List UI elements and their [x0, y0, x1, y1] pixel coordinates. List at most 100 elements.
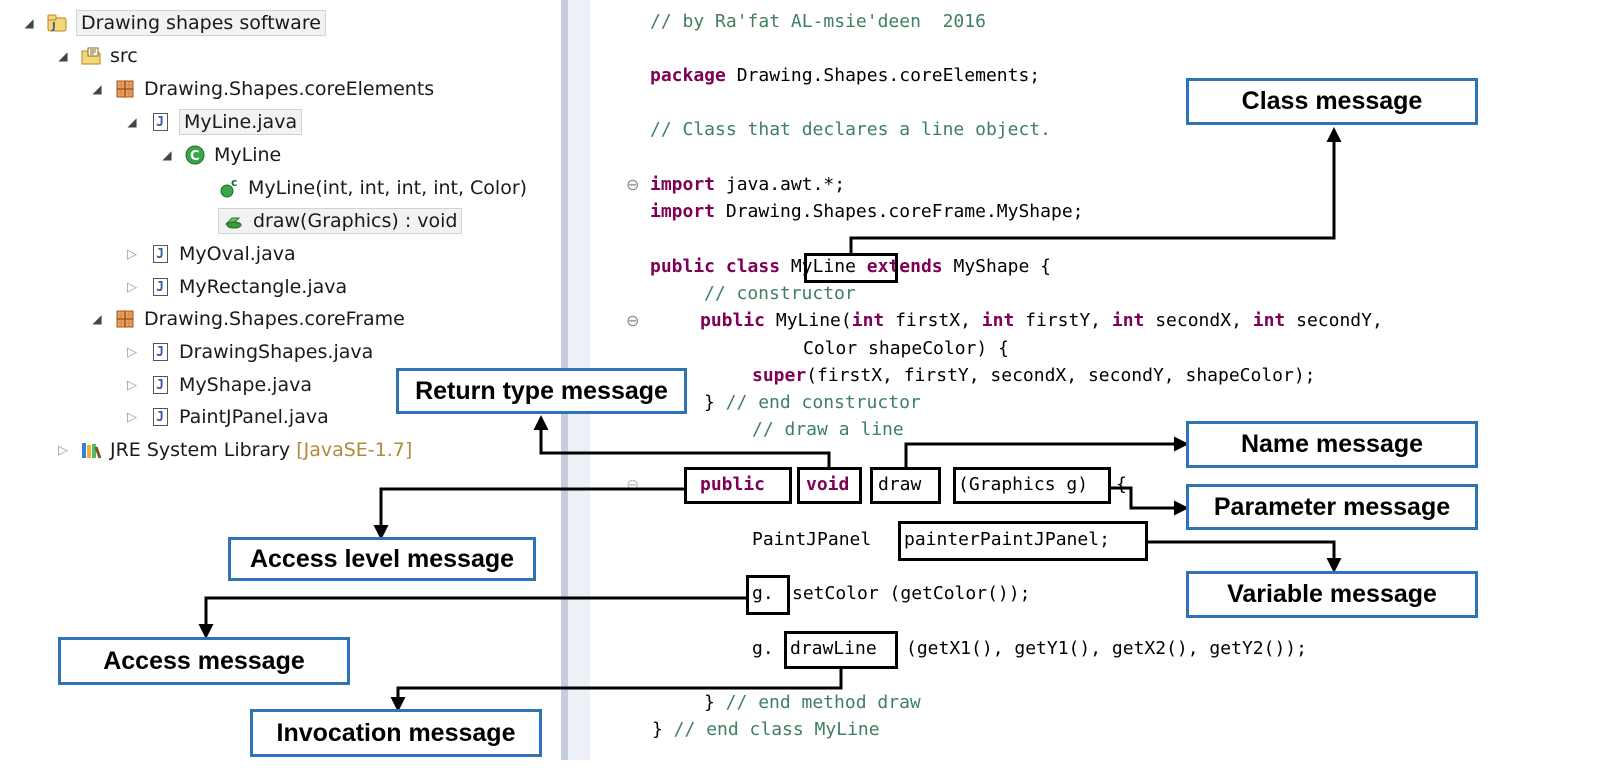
highlight-draw: [870, 467, 941, 504]
code-line-11: } // end constructor: [704, 392, 921, 413]
arrow-access-level: [373, 487, 684, 540]
code-line-5: import Drawing.Shapes.coreFrame.MyShape;: [650, 201, 1084, 222]
tree-label: src: [110, 45, 138, 67]
highlight-class-name: [804, 253, 898, 283]
arrow-invocation: [390, 669, 843, 712]
code-line-15: setColor (getColor());: [792, 583, 1031, 604]
tree-item-myoval-java[interactable]: ▷ J MyOval.java: [125, 241, 296, 267]
tree-label-version: [JavaSE-1.7]: [296, 439, 413, 461]
tree-item-myrectangle-java[interactable]: ▷ J MyRectangle.java: [125, 274, 347, 300]
highlight-params: [953, 467, 1111, 504]
code-token-g: g.: [752, 638, 774, 659]
tree-item-myline-java[interactable]: ◢ J MyLine.java: [125, 109, 303, 135]
highlight-g-access: [746, 575, 790, 615]
tree-label: Drawing.Shapes.coreFrame: [144, 308, 405, 330]
highlight-variable: [898, 521, 1148, 561]
java-file-icon: J: [149, 374, 171, 396]
tree-label: Drawing shapes software: [76, 10, 326, 36]
code-token-brace: {: [1116, 474, 1127, 495]
code-line-17: } // end method draw: [704, 692, 921, 713]
tree-label: MyLine: [214, 144, 282, 166]
arrow-class: [849, 127, 1342, 253]
tree-label: draw(Graphics) : void: [253, 210, 458, 232]
tree-item-paintjpanel-java[interactable]: ▷ J PaintJPanel.java: [125, 404, 329, 430]
arrow-return-type: [533, 415, 831, 467]
highlight-public: [684, 467, 792, 504]
package-icon: [114, 308, 136, 330]
code-line-10: super(firstX, firstY, secondX, secondY, …: [752, 365, 1316, 386]
code-token-g-access: g.: [752, 583, 774, 604]
arrow-name: [904, 436, 1189, 467]
expanded-triangle-icon[interactable]: ◢: [92, 312, 102, 326]
code-token-public: public: [700, 474, 766, 495]
collapsed-triangle-icon[interactable]: ▷: [58, 442, 68, 458]
class-icon: C: [184, 144, 206, 166]
collapsed-triangle-icon[interactable]: ▷: [127, 279, 137, 295]
label-parameter-message: Parameter message: [1186, 484, 1478, 530]
method-icon: [223, 210, 245, 232]
fold-minus-icon[interactable]: ⊖: [626, 311, 640, 330]
tree-label: DrawingShapes.java: [179, 341, 374, 363]
label-access-level-message: Access level message: [228, 537, 536, 581]
package-icon: [114, 78, 136, 100]
code-line-6: public class MyLine extends MyShape {: [650, 256, 1052, 277]
tree-label: MyRectangle.java: [179, 276, 348, 298]
tree-item-constructor[interactable]: ◢ c MyLine(int, int, int, int, Color): [194, 175, 527, 201]
code-line-1: // by Ra'fat AL-msie'deen 2016: [650, 11, 986, 32]
svg-text:C: C: [190, 149, 200, 164]
label-access-message: Access message: [58, 637, 350, 685]
arrow-access: [198, 596, 746, 639]
code-line-4: import java.awt.*;: [650, 174, 846, 195]
code-token-panel-type: PaintJPanel: [752, 529, 872, 550]
label-return-type-message: Return type message: [396, 368, 687, 414]
java-file-icon: J: [149, 276, 171, 298]
tree-item-drawingshapes-java[interactable]: ▷ J DrawingShapes.java: [125, 339, 373, 365]
arrow-variable: [1148, 540, 1342, 573]
tree-item-project[interactable]: ◢ J Drawing shapes software: [22, 10, 326, 36]
java-file-icon: J: [149, 243, 171, 265]
expanded-triangle-icon[interactable]: ◢: [162, 148, 172, 162]
tree-item-myshape-java[interactable]: ▷ J MyShape.java: [125, 372, 312, 398]
java-file-icon: J: [149, 111, 171, 133]
svg-text:c: c: [231, 177, 238, 189]
tree-label: MyLine.java: [179, 109, 303, 135]
expanded-triangle-icon[interactable]: ◢: [24, 16, 34, 30]
java-file-icon: J: [149, 406, 171, 428]
svg-text:J: J: [51, 21, 56, 32]
collapsed-triangle-icon[interactable]: ▷: [127, 409, 137, 425]
tree-label: Drawing.Shapes.coreElements: [144, 78, 435, 100]
expanded-triangle-icon[interactable]: ◢: [58, 49, 68, 63]
tree-item-jre-library[interactable]: ▷ JRE System Library [JavaSE-1.7]: [56, 437, 412, 463]
code-line-7: // constructor: [704, 283, 856, 304]
tree-label: PaintJPanel.java: [179, 406, 329, 428]
expanded-triangle-icon[interactable]: ◢: [127, 115, 137, 129]
tree-item-src[interactable]: ◢ src: [56, 43, 138, 69]
highlight-void: [797, 467, 862, 504]
collapsed-triangle-icon[interactable]: ▷: [127, 246, 137, 262]
collapsed-triangle-icon[interactable]: ▷: [127, 377, 137, 393]
code-line-8: public MyLine(int firstX, int firstY, in…: [700, 310, 1383, 331]
expanded-triangle-icon[interactable]: ◢: [92, 82, 102, 96]
code-line-12: // draw a line: [752, 419, 904, 440]
label-name-message: Name message: [1186, 421, 1478, 468]
tree-item-myline-class[interactable]: ◢ C MyLine: [160, 142, 281, 168]
fold-minus-icon[interactable]: ⊖: [626, 175, 640, 194]
label-variable-message: Variable message: [1186, 571, 1478, 618]
tree-item-draw-method[interactable]: ◢ draw(Graphics) : void: [194, 208, 463, 234]
code-line-16: (getX1(), getY1(), getX2(), getY2());: [906, 638, 1307, 659]
tree-item-package-core-elements[interactable]: ◢ Drawing.Shapes.coreElements: [90, 76, 434, 102]
constructor-icon: c: [218, 177, 240, 199]
tree-item-package-core-frame[interactable]: ◢ Drawing.Shapes.coreFrame: [90, 306, 405, 332]
tree-label: MyShape.java: [179, 374, 312, 396]
code-token-void: void: [806, 474, 850, 495]
source-folder-icon: [80, 45, 102, 67]
code-line-3: // Class that declares a line object.: [650, 119, 1051, 140]
code-token-draw: draw: [878, 474, 922, 495]
code-token-variable: painterPaintJPanel;: [904, 529, 1110, 550]
collapsed-triangle-icon[interactable]: ▷: [127, 344, 137, 360]
java-project-icon: J: [46, 12, 68, 34]
code-token-params: (Graphics g): [958, 474, 1089, 495]
label-class-message: Class message: [1186, 78, 1478, 125]
arrow-parameter: [1111, 486, 1189, 516]
